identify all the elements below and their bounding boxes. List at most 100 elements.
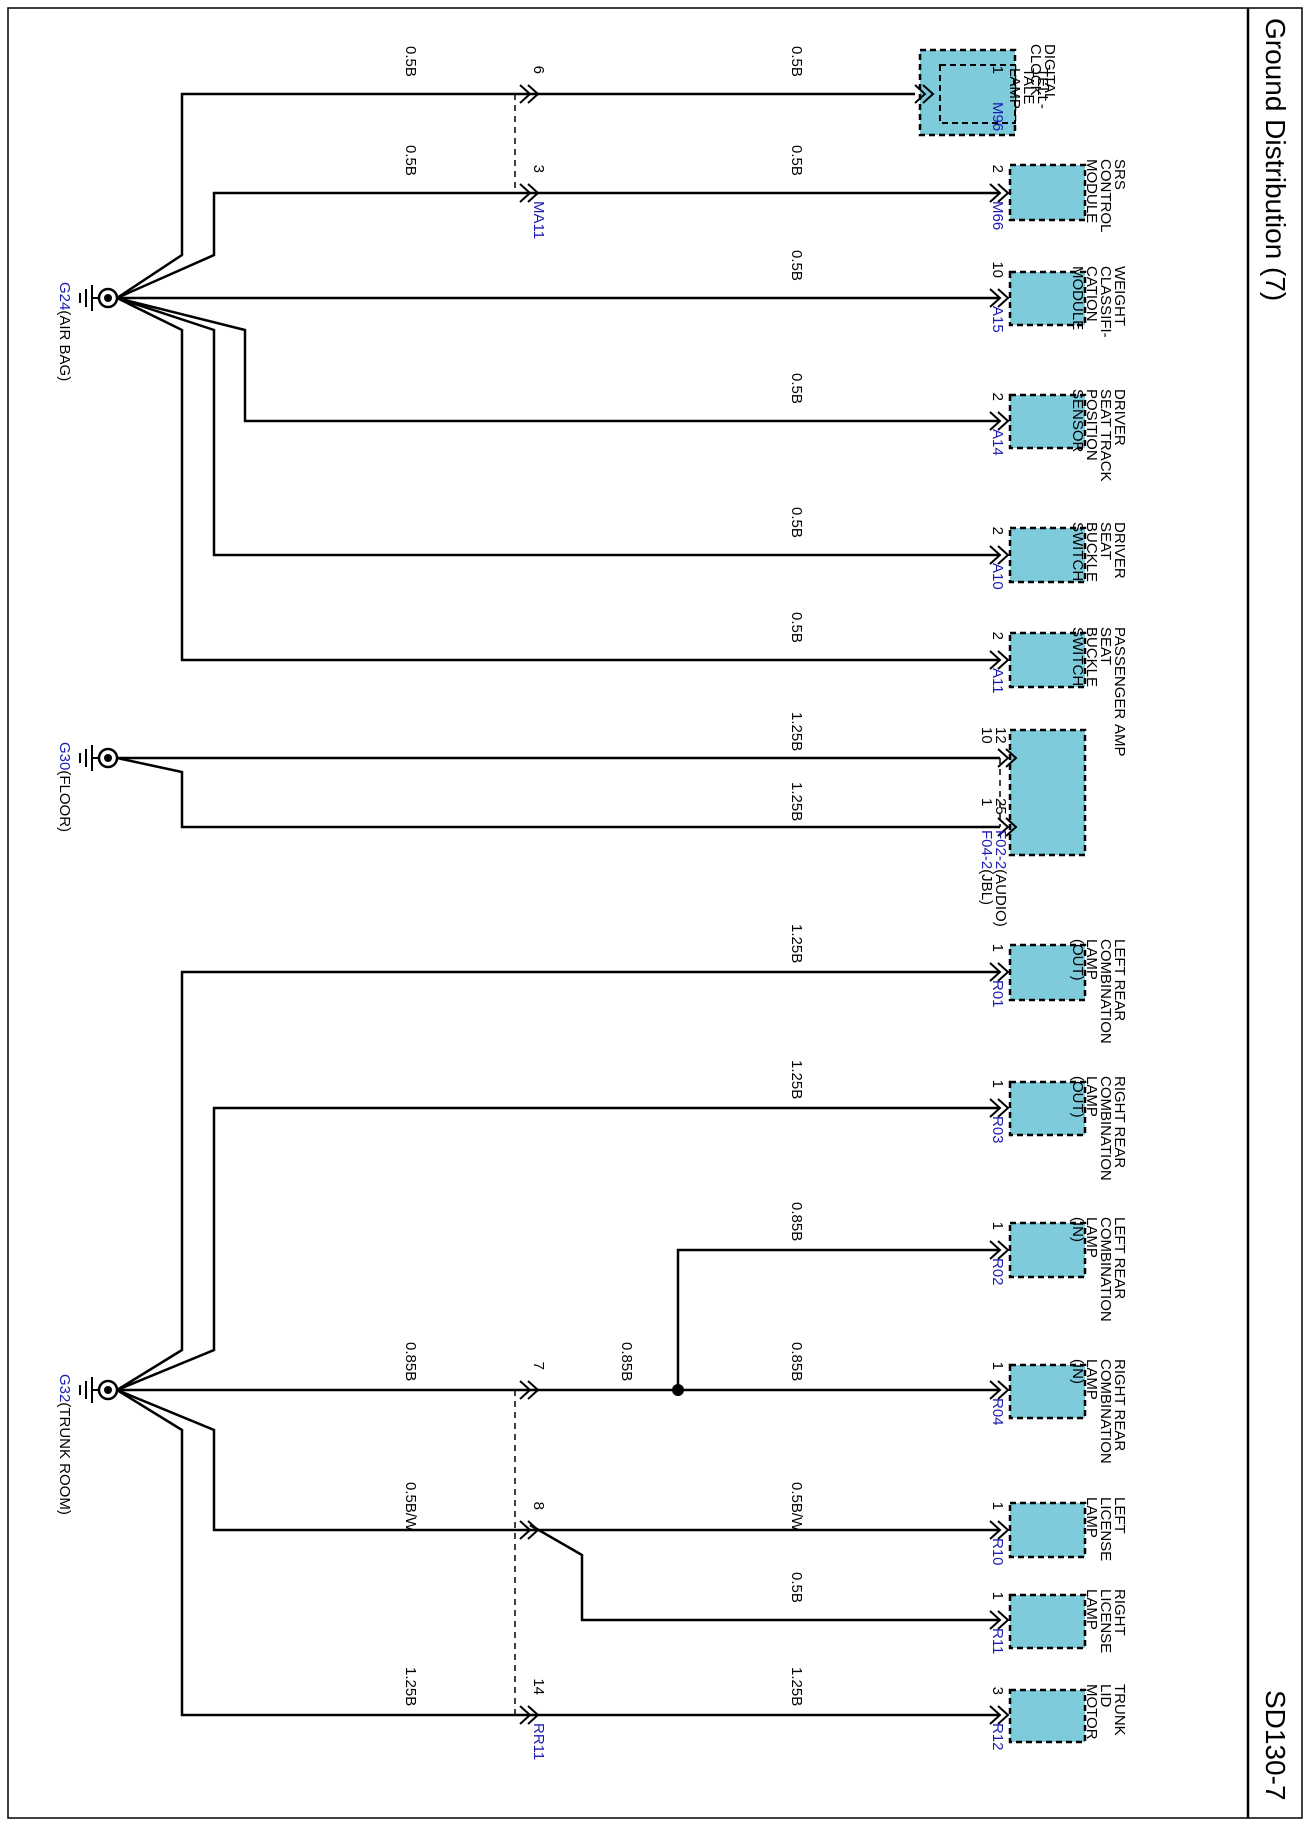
splice-dot [672, 1384, 684, 1396]
wire-amp-pin-25 [116, 756, 1000, 829]
wire-label: 0.5B [788, 507, 805, 538]
component-name-line: CONTROL [1097, 159, 1114, 232]
outer-wire-label: 1.25B [402, 1667, 419, 1706]
labels: 0.5B60.5B0.5B3MA110.5B0.5B0.5B0.5B0.5B1.… [402, 46, 805, 1760]
wire-label: 0.5B [788, 373, 805, 404]
connector-code: A10 [989, 563, 1006, 590]
connector-arrow-icon [989, 962, 1010, 982]
connector-arrow-icon [989, 1705, 1010, 1725]
inner-lamp-box [939, 64, 1016, 124]
connector-arrow-icon [989, 1380, 1010, 1400]
connector-arrow-icon [989, 411, 1010, 431]
pin-number: 1 [989, 1502, 1006, 1510]
inline-connector-code: MA11 [530, 201, 547, 239]
connector-arrow-icon [989, 288, 1010, 308]
connector-code: R11 [989, 1628, 1006, 1654]
component-name-line: BUCKLE [1083, 522, 1100, 582]
connector-code: R02 [989, 1258, 1006, 1286]
inline-pin-number: 14 [530, 1678, 547, 1695]
component-name-line: SEAT TRACK [1097, 389, 1114, 482]
component-box [1008, 1080, 1087, 1137]
connector-code: A14 [989, 429, 1006, 456]
component-name-line: SEAT [1097, 627, 1114, 665]
wire-digital-clock [116, 92, 915, 300]
pin-number: 1 [989, 1362, 1006, 1370]
component-name-line: (OUT) [1069, 1076, 1086, 1118]
wire-label: 1.25B [788, 712, 805, 751]
component-name-line: MOTOR [1083, 1684, 1100, 1740]
outer-wire-label: 0.85B [402, 1342, 419, 1381]
component-name-line: COMBINATION [1097, 939, 1114, 1044]
connector-label: F02-2(AUDIO) [992, 830, 1009, 927]
component-name-line: LAMP [1083, 1497, 1100, 1538]
component-name-line: LAMP [1083, 1217, 1100, 1258]
component-name-line: AMP [1111, 724, 1128, 757]
component-name-line: PASSENGER [1111, 627, 1128, 719]
ground-g32: G32(TRUNK ROOM) [56, 1374, 119, 1515]
ground-code: G24 [56, 282, 73, 310]
pin-number: 2 [989, 527, 1006, 535]
connector-code: F02-2 [992, 830, 1009, 869]
pin-number: 1 [989, 1592, 1006, 1600]
connector-arrow-icon [519, 1520, 540, 1540]
component-name-line: LICENSE [1097, 1589, 1114, 1653]
wire-left-license-lamp [116, 1388, 1000, 1532]
component-box [1008, 270, 1087, 327]
connector-arrow-icon [519, 1705, 540, 1725]
component-name-line: DIGITAL [1041, 44, 1058, 101]
wire-trunk-lid-motor [116, 1388, 1000, 1717]
wire-right-license-lamp [529, 1523, 1000, 1622]
page-title: Ground Distribution (7) [1260, 18, 1291, 301]
ground-terminal-dot [104, 1386, 112, 1394]
mid-wire-label: 0.85B [618, 1342, 635, 1381]
component-name-line: SEAT [1097, 522, 1114, 560]
inner-label-line: LAMP [1006, 68, 1023, 109]
wire-label: 0.85B [788, 1202, 805, 1241]
connector-code: R12 [989, 1723, 1006, 1751]
component-name-line: LAMP [1083, 939, 1100, 980]
component-name-line: DRIVER [1111, 389, 1128, 446]
diagram-border [7, 7, 1303, 1819]
component-name-line: LID [1097, 1684, 1114, 1708]
connector-arrow-icon [989, 1610, 1010, 1630]
component-name-line: WEIGHT [1111, 266, 1128, 326]
ground-label: G24(AIR BAG) [56, 282, 73, 381]
ground-icon [79, 745, 99, 771]
component-name-line: LAMP [1083, 1589, 1100, 1630]
component-name-line: DRIVER [1111, 522, 1128, 579]
inner-label-line: TALE [1020, 68, 1037, 104]
pin-number: 1 [989, 944, 1006, 952]
component-name-line: COMBINATION [1097, 1217, 1114, 1322]
component-name-line: LEFT REAR [1111, 1217, 1128, 1299]
wire-passenger-seat-buckle-switch [116, 296, 1000, 662]
connector-code: M66 [989, 201, 1006, 230]
ground-terminal-dot [104, 754, 112, 762]
component-box [1008, 1593, 1087, 1650]
wire-driver-seat-buckle-switch [116, 296, 1000, 557]
connector-code: R10 [989, 1538, 1006, 1566]
wire-label: 0.5B [788, 250, 805, 281]
wires [116, 92, 1000, 1717]
component-name-line: RIGHT REAR [1111, 1076, 1128, 1168]
inline-pin-number: 7 [530, 1362, 547, 1370]
component-name-line: LEFT REAR [1111, 939, 1128, 1021]
connector-arrow-icon [519, 183, 540, 203]
pin-number: 1 [978, 798, 995, 806]
inline-connector: 7 [519, 1362, 547, 1400]
pin-number: 3 [989, 1687, 1006, 1695]
wire-left-rear-combination-lamp-out [116, 970, 1000, 1392]
wire-label: 0.5B [788, 1572, 805, 1603]
ground-label: G32(TRUNK ROOM) [56, 1374, 73, 1515]
connector-arrow-icon [989, 1098, 1010, 1118]
